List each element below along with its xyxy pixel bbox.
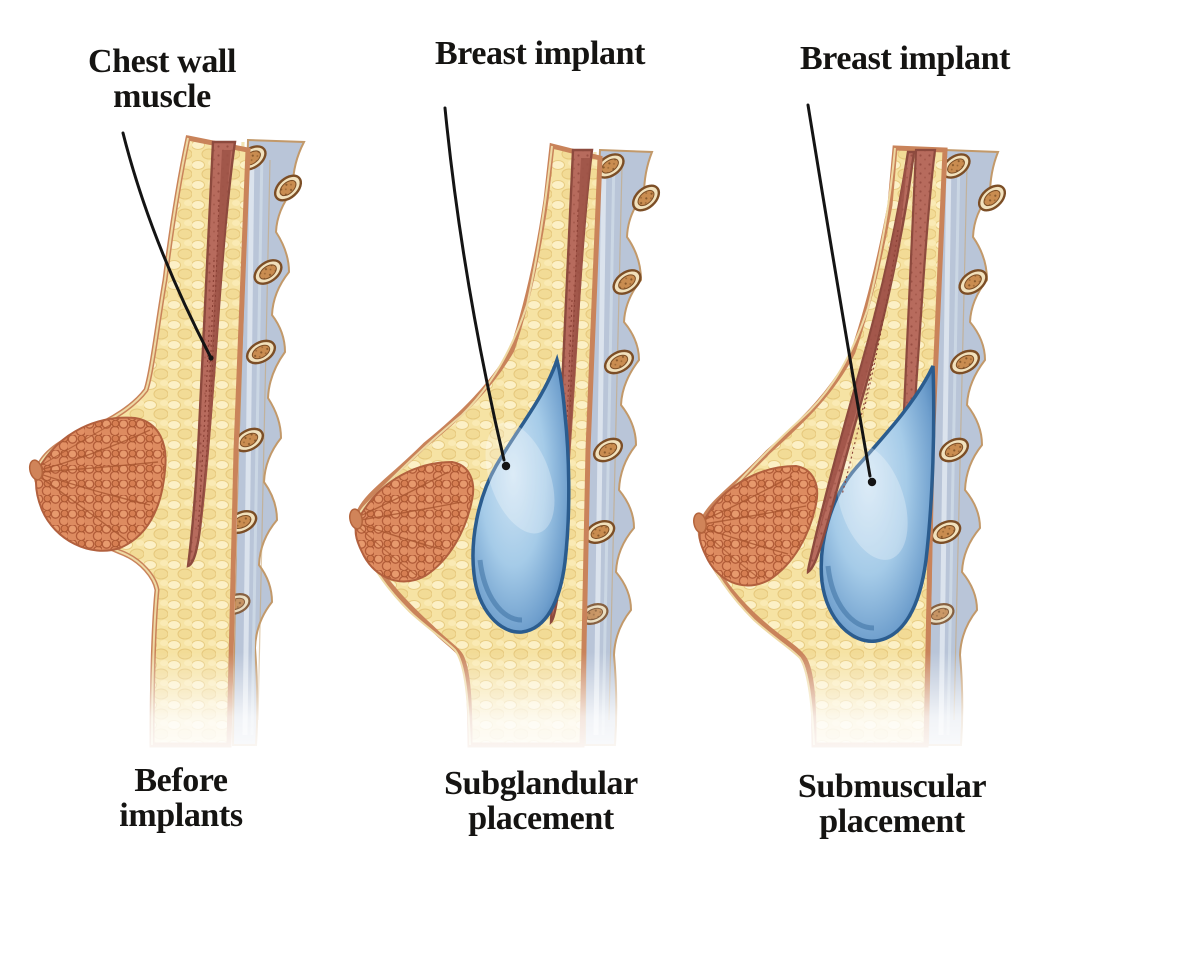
- leader-end-dot: [867, 477, 877, 487]
- rib-cross-sections: [221, 145, 303, 615]
- rib-cross-sections: [579, 153, 661, 625]
- panel-submuscular-illustration: [693, 103, 1007, 748]
- label-breast-implant-subglandular: Breast implant: [434, 35, 646, 72]
- implant-shading: [825, 565, 875, 631]
- intercostal-streak: [250, 149, 264, 736]
- rib-cross-sections: [925, 153, 1007, 625]
- leader-end-dot: [501, 461, 511, 471]
- breast-implant-leader: [806, 103, 877, 487]
- implant-shading: [477, 559, 523, 623]
- implant-highlight: [836, 444, 908, 560]
- skin-inner-line: [355, 145, 553, 746]
- chest-wall-muscle-leader: [121, 131, 214, 361]
- caption-before-implants: Before implants: [119, 762, 243, 835]
- intercostal-streak: [946, 157, 961, 736]
- chest-wall-muscle: [186, 140, 237, 568]
- mammary-gland: [34, 416, 167, 552]
- panel-before-illustration: [28, 131, 306, 748]
- intercostal-highlight: [938, 157, 952, 736]
- label-chest-wall-muscle: Chest wall muscle: [87, 43, 237, 116]
- leader-end-dot: [208, 355, 214, 361]
- panel-subglandular-illustration: [349, 106, 661, 748]
- chest-wall-muscle: [806, 150, 916, 575]
- intercostal-highlight: [242, 149, 255, 736]
- caption-subglandular-placement: Subglandular placement: [444, 765, 638, 838]
- nipple: [349, 508, 363, 530]
- nipple: [693, 512, 707, 534]
- mammary-gland: [354, 460, 475, 583]
- intercostal-highlight: [593, 157, 607, 736]
- bottom-fade: [0, 652, 1198, 770]
- label-breast-implant-submuscular: Breast implant: [799, 40, 1011, 77]
- intercostal-streak: [601, 157, 616, 736]
- breast-implant: [819, 365, 936, 643]
- nipple: [28, 459, 44, 481]
- caption-submuscular-placement: Submuscular placement: [797, 768, 987, 841]
- breast-implant: [471, 353, 571, 634]
- breast-implant-leader: [443, 106, 511, 471]
- mammary-gland: [698, 464, 819, 587]
